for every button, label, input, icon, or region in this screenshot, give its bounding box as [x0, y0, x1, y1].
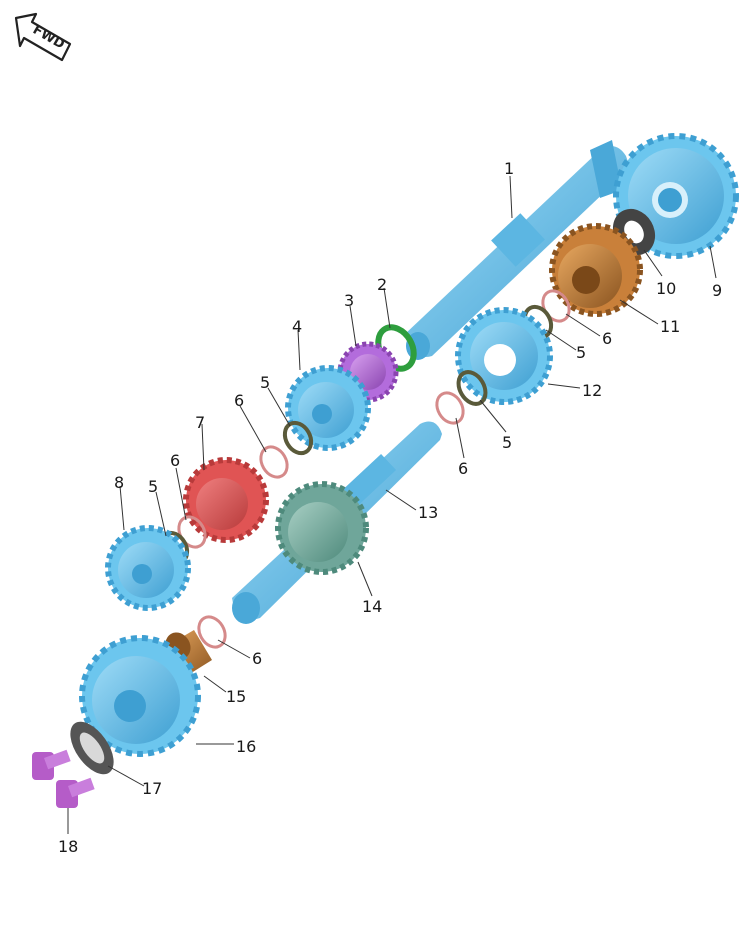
callout-18: 18 [58, 837, 78, 856]
callout-5c: 5 [576, 343, 586, 362]
callout-17: 17 [142, 779, 162, 798]
gear-16 [79, 635, 201, 757]
callout-4: 4 [292, 317, 302, 336]
callout-1: 1 [504, 159, 514, 178]
bolt-18a [32, 749, 71, 780]
callout-15: 15 [226, 687, 246, 706]
callout-6d: 6 [458, 459, 468, 478]
callout-5d: 5 [502, 433, 512, 452]
ring-5-left [282, 420, 314, 456]
callout-8: 8 [114, 473, 124, 492]
washer-17 [70, 721, 114, 775]
callout-2: 2 [377, 275, 387, 294]
gear-8 [105, 525, 191, 611]
fwd-arrow-icon: FWD [14, 12, 72, 62]
gear-7 [183, 457, 269, 543]
callout-5a: 5 [260, 373, 270, 392]
callout-11: 11 [660, 317, 680, 336]
callout-5b: 5 [148, 477, 158, 496]
callout-6a: 6 [234, 391, 244, 410]
callout-13: 13 [418, 503, 438, 522]
bolt-18b [56, 777, 95, 808]
callout-12: 12 [582, 381, 602, 400]
callout-7: 7 [195, 413, 205, 432]
callout-3: 3 [344, 291, 354, 310]
callout-6c: 6 [602, 329, 612, 348]
circlip-6-mid [435, 391, 465, 425]
callout-10: 10 [656, 279, 676, 298]
callout-labels: 1 2 3 4 5 6 7 6 5 8 9 10 11 6 5 12 5 6 1… [58, 159, 722, 856]
callout-6e: 6 [252, 649, 262, 668]
gear-14 [275, 481, 369, 575]
circlip-6-bottom [197, 615, 227, 649]
gear-9 [613, 133, 739, 259]
gear-11 [549, 223, 643, 317]
ring-5-mid [456, 370, 488, 406]
callout-16: 16 [236, 737, 256, 756]
leader-lines [67, 175, 717, 834]
callout-14: 14 [362, 597, 382, 616]
gear-12 [455, 307, 553, 405]
gear-4 [285, 365, 371, 451]
callout-9: 9 [712, 281, 722, 300]
circlip-6-left [259, 445, 289, 479]
callout-6b: 6 [170, 451, 180, 470]
